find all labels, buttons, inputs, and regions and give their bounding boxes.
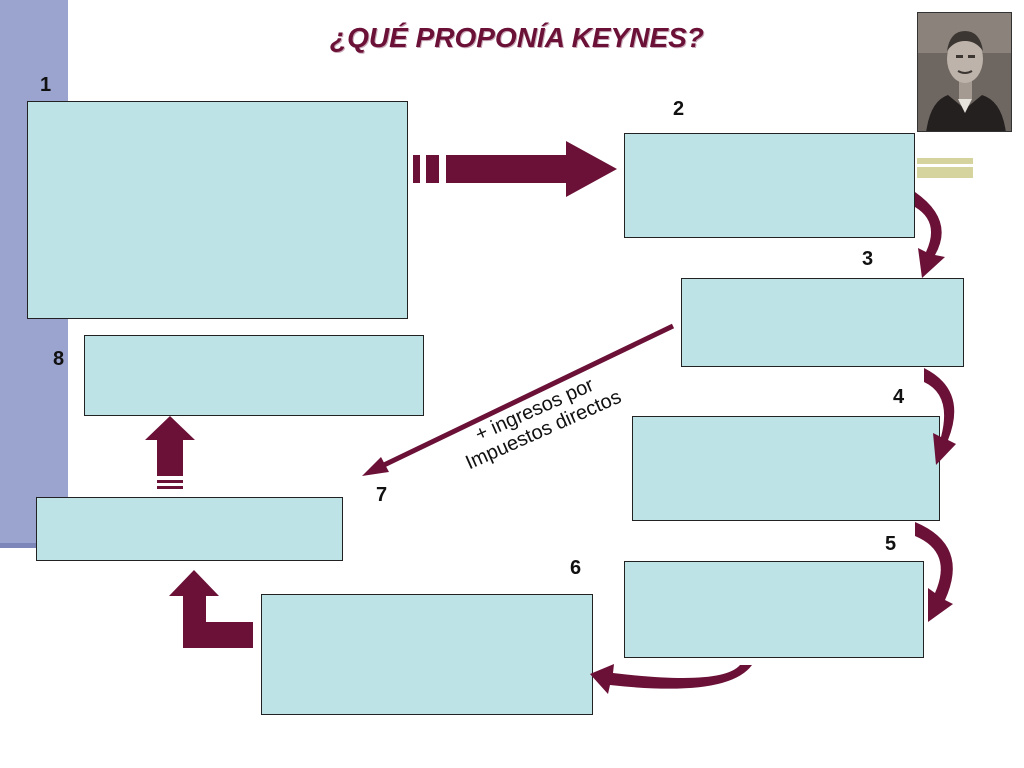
arrow-7-to-8-stripe-b xyxy=(157,486,183,489)
arrow-3-to-7-shaft xyxy=(382,323,675,468)
step-8-number: 8 xyxy=(53,348,65,370)
curved-arrow-5-to-6 xyxy=(590,664,752,694)
arrow-1-to-2 xyxy=(413,141,617,197)
step-6-number: 6 xyxy=(570,557,582,579)
step-7-box xyxy=(36,497,343,561)
arrow-3-to-7-head xyxy=(362,457,389,476)
step-4-number: 4 xyxy=(893,386,905,408)
curved-arrow-4-to-5 xyxy=(915,522,953,622)
step-3-box xyxy=(681,278,964,367)
keynes-portrait xyxy=(917,12,1012,132)
step-3-number: 3 xyxy=(862,248,874,270)
arrow-1-body xyxy=(446,141,617,197)
step-5-number: 5 xyxy=(885,533,897,555)
step-1-box xyxy=(27,101,408,319)
step-8-box xyxy=(84,335,424,416)
decorative-accent-bar xyxy=(917,158,973,178)
step-2-box xyxy=(624,133,915,238)
curved-arrow-2-to-3 xyxy=(915,192,945,278)
step-6-box xyxy=(261,594,593,715)
arrow-6-to-7 xyxy=(169,570,253,648)
step-1-number: 1 xyxy=(40,74,52,96)
arrow-7-to-8-stripe-a xyxy=(157,480,183,483)
arrow-1-stripe-b xyxy=(426,155,439,183)
curved-arrow-3-to-4 xyxy=(924,368,956,465)
portrait-image xyxy=(918,13,1011,131)
arrow-7-to-8-body xyxy=(145,416,195,476)
decorative-accent-line xyxy=(917,164,973,167)
arrow-1-stripe-a xyxy=(413,155,420,183)
step-4-box xyxy=(632,416,940,521)
step-7-number: 7 xyxy=(376,484,388,506)
step-2-number: 2 xyxy=(673,98,685,120)
page-title: ¿QUÉ PROPONÍA KEYNES? xyxy=(330,22,704,53)
arrow-7-to-8 xyxy=(145,416,195,489)
step-5-box xyxy=(624,561,924,658)
